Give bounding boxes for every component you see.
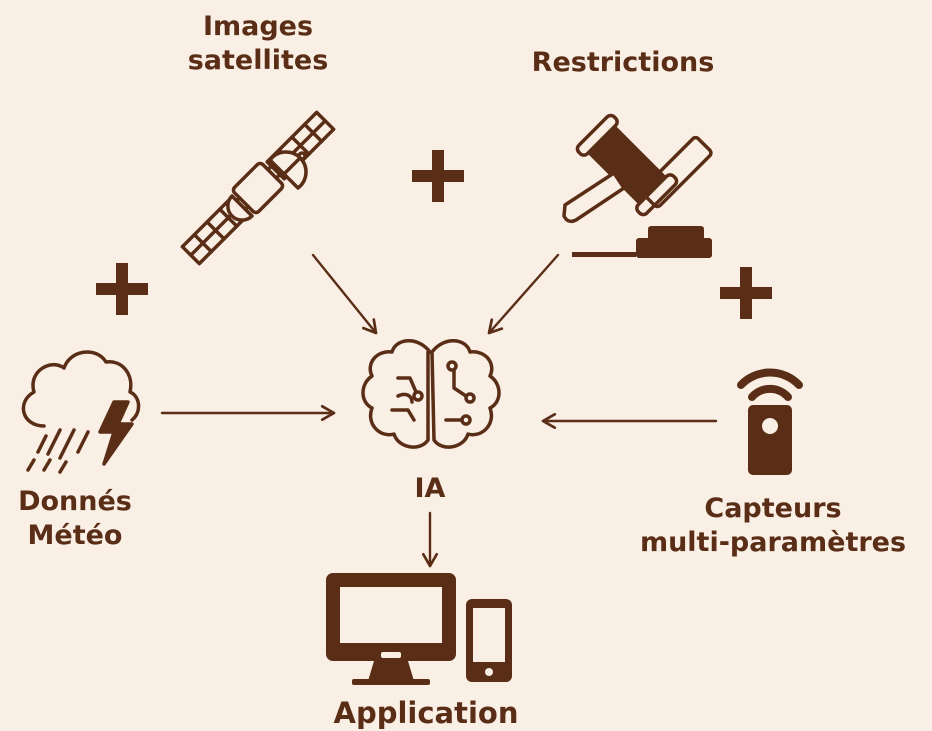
label-images-satellites: Images satellites xyxy=(178,10,338,78)
label-line: Météo xyxy=(27,520,123,551)
arrows xyxy=(160,253,718,568)
arrow-restrictions-to-ia xyxy=(487,253,560,335)
label-line: Images xyxy=(202,11,314,42)
label-line: satellites xyxy=(187,45,329,76)
computer-phone-icon xyxy=(326,573,512,685)
storm-cloud-icon xyxy=(21,350,141,474)
wireless-sensor-icon xyxy=(737,368,803,475)
plus-icon xyxy=(412,150,464,202)
label-application: Application xyxy=(316,696,536,730)
label-line: Donnés xyxy=(18,486,132,517)
brain-circuit-icon xyxy=(361,339,501,449)
satellite-icon xyxy=(180,110,336,266)
label-ia: IA xyxy=(400,472,460,506)
label-line: Capteurs xyxy=(704,493,842,524)
label-donnees-meteo: Donnés Météo xyxy=(0,485,150,553)
gavel-icon xyxy=(562,113,713,258)
label-restrictions: Restrictions xyxy=(520,46,726,80)
label-capteurs: Capteurs multi-paramètres xyxy=(618,492,928,560)
plus-icon xyxy=(720,267,772,319)
label-line: Application xyxy=(333,696,519,730)
label-line: multi-paramètres xyxy=(639,527,907,558)
plus-icon xyxy=(96,263,148,315)
label-line: Restrictions xyxy=(531,47,715,78)
arrow-satellite-to-ia xyxy=(311,253,378,335)
label-line: IA xyxy=(414,473,446,504)
